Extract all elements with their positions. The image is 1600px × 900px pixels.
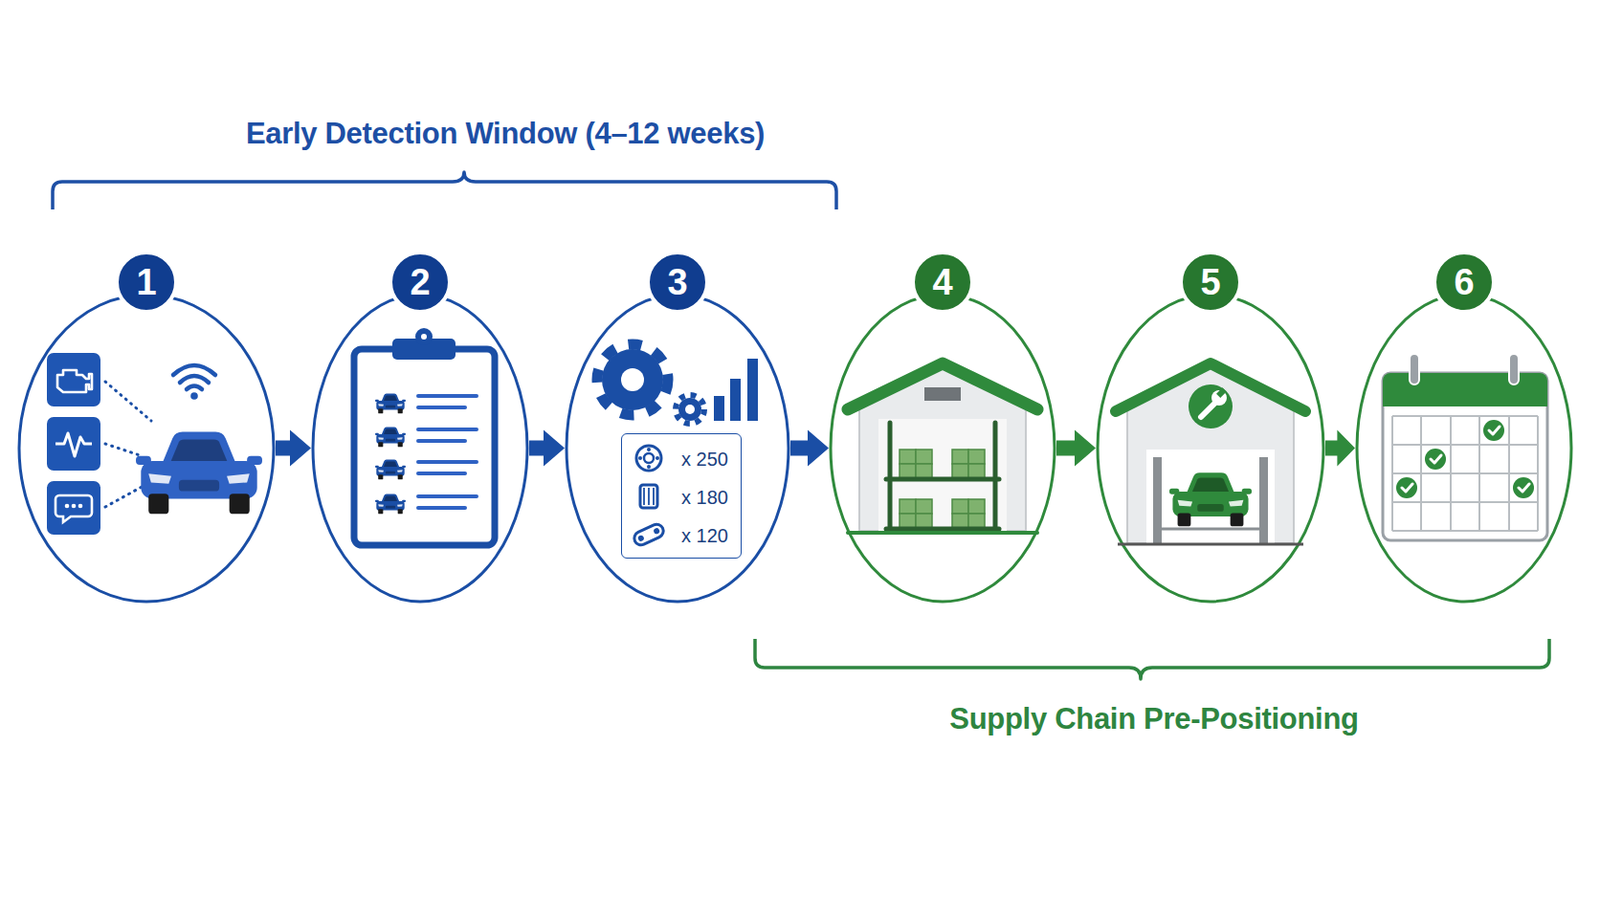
bracket-label: Early Detection Window (4–12 weeks) — [245, 116, 765, 152]
oval-outline — [828, 292, 1057, 604]
bottom-bracket — [755, 639, 1550, 680]
oval-outline — [1095, 292, 1326, 604]
process-oval: 1 — [17, 292, 276, 604]
step-number: 4 — [911, 250, 975, 314]
part-quantity: x 180 — [681, 486, 729, 510]
forecast-icons — [597, 344, 758, 548]
step-number: 1 — [114, 250, 178, 314]
flow-arrow — [1056, 430, 1096, 467]
flow-arrow — [275, 430, 312, 467]
oval-shape — [566, 294, 789, 602]
step-number: 2 — [388, 250, 452, 314]
oval-shape — [1356, 294, 1572, 602]
bracket-label: Supply Chain Pre-Positioning — [949, 702, 1358, 737]
flow-arrow — [529, 430, 565, 467]
oval-shape — [312, 294, 528, 602]
process-oval: 3x 250x 180x 120 — [564, 292, 791, 604]
flow-arrow — [790, 430, 829, 467]
oval-shape — [19, 294, 274, 602]
step-number: 6 — [1432, 250, 1496, 314]
part-quantity: x 250 — [681, 447, 729, 471]
process-oval: 2 — [311, 292, 530, 604]
process-oval: 4 — [828, 292, 1057, 604]
oval-shape — [830, 294, 1055, 602]
oval-outline — [311, 292, 530, 604]
flow-arrow — [1325, 430, 1356, 467]
clipboard-icon — [354, 328, 495, 546]
top-bracket — [52, 172, 837, 210]
oval-outline — [17, 292, 276, 604]
calendar-icon — [1382, 354, 1548, 541]
step-number: 3 — [645, 250, 710, 314]
process-oval: 6 — [1355, 292, 1574, 604]
process-oval: 5 — [1095, 292, 1326, 604]
oval-outline — [1355, 292, 1574, 604]
warehouse-icon — [847, 363, 1038, 534]
oval-shape — [1097, 294, 1324, 602]
part-quantity: x 120 — [681, 524, 729, 548]
service-garage-icon — [1115, 363, 1306, 545]
parts-list-box: x 250 x 180 x 120 — [621, 433, 742, 559]
telemetry-icons — [46, 353, 263, 535]
step-number: 5 — [1178, 250, 1243, 314]
